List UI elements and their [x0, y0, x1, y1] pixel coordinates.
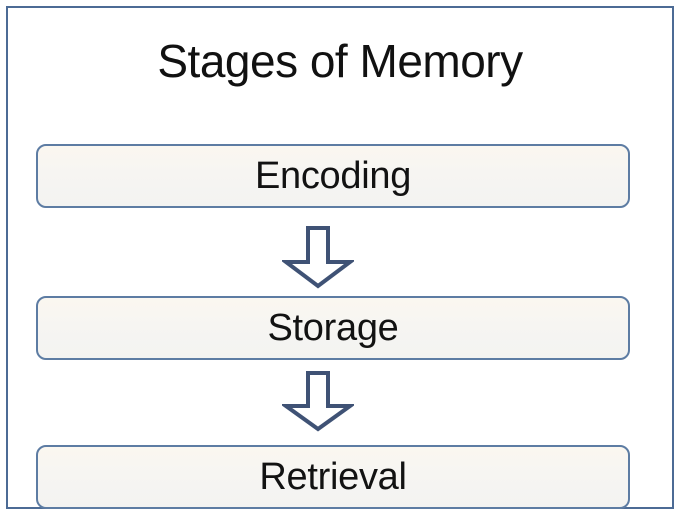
arrow-down-icon-encoding-to-storage — [282, 225, 354, 289]
arrow-down-icon-storage-to-retrieval — [282, 370, 354, 432]
stage-box-retrieval[interactable]: Retrieval — [36, 445, 630, 509]
arrow-down-shape — [282, 371, 354, 432]
stage-box-storage[interactable]: Storage — [36, 296, 630, 360]
diagram-title: Stages of Memory — [157, 35, 523, 87]
stage-label-encoding: Encoding — [254, 155, 412, 197]
diagram-frame: Stages of Memory Encoding Storage Retrie… — [6, 6, 674, 509]
stage-box-encoding[interactable]: Encoding — [36, 144, 630, 208]
arrow-down-shape — [282, 226, 354, 289]
stage-label-storage: Storage — [267, 307, 399, 349]
stage-label-retrieval: Retrieval — [259, 456, 407, 498]
